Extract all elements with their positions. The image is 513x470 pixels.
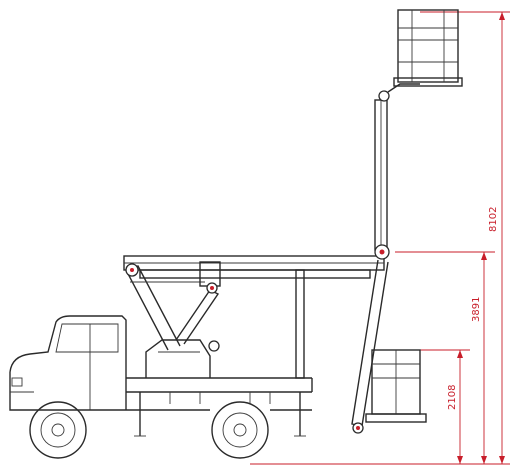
- cab-window: [55, 323, 119, 353]
- lower-arm: [351, 259, 389, 434]
- dimension-lines: 8102 3891 2108: [250, 11, 510, 465]
- top-basket-floor: [393, 77, 463, 87]
- lower-basket-floor: [365, 413, 427, 423]
- truck-cab: [9, 315, 127, 411]
- turret-pivot: [208, 340, 220, 352]
- lower-boom-beam: [139, 269, 371, 279]
- lower-basket: [365, 349, 427, 423]
- truck-chassis: [38, 377, 313, 437]
- headlight: [11, 377, 23, 387]
- horizontal-boom: [123, 255, 385, 294]
- total-height-label: 8102: [488, 207, 499, 232]
- mast-top-joint: [378, 90, 390, 102]
- rear-support-post: [295, 269, 305, 379]
- low-height-label: 2108: [447, 385, 458, 410]
- diagonal-arm: [351, 259, 389, 427]
- top-basket: [393, 9, 463, 87]
- front-wheel: [29, 401, 87, 459]
- lift-cylinder: [175, 289, 220, 345]
- rear-wheel: [211, 401, 269, 459]
- mid-height-label: 3891: [471, 297, 482, 322]
- turret-base: [145, 339, 220, 378]
- telescopic-mast: [374, 83, 420, 260]
